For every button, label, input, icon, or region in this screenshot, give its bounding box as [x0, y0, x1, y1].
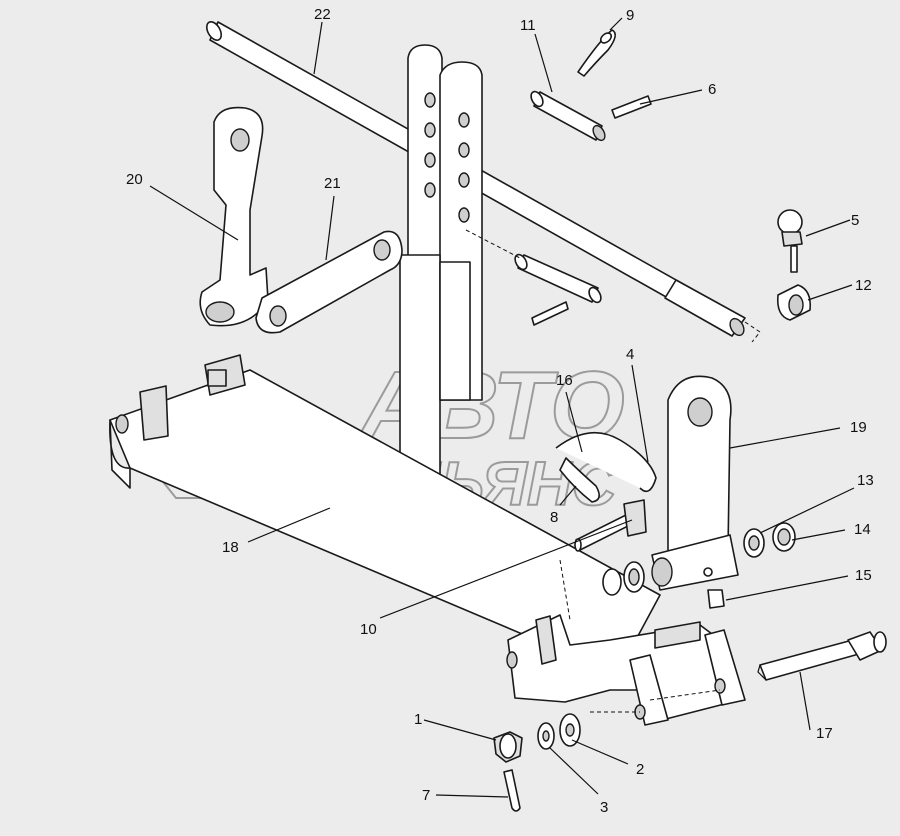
- callout-5: 5: [851, 212, 859, 229]
- link-part-21: [255, 230, 403, 334]
- callout-3: 3: [600, 799, 608, 816]
- washer-part-13: [743, 528, 765, 558]
- pin-part-10: [574, 499, 647, 552]
- lower-hitch: [506, 614, 746, 726]
- callout-22: 22: [314, 6, 331, 23]
- callout-11: 11: [520, 17, 536, 34]
- callout-19: 19: [850, 419, 867, 436]
- washer-part-2: [559, 713, 581, 747]
- callout-13: 13: [857, 472, 874, 489]
- washer-part-14: [772, 522, 796, 552]
- pin-part-11: [530, 90, 606, 142]
- assembly-lines: [465, 229, 721, 713]
- callout-12: 12: [855, 277, 872, 294]
- callout-18: 18: [222, 539, 239, 556]
- lock-pin-part-5: [777, 209, 803, 273]
- callout-2: 2: [636, 761, 644, 778]
- callout-labels: 22 11 9 6 20 21 5 12 4 16 19 13 8 14 18 …: [126, 6, 874, 816]
- callout-1: 1: [414, 711, 422, 728]
- pin-part-6: [611, 95, 652, 119]
- callout-7: 7: [422, 787, 430, 804]
- lift-arm-part-20: [199, 106, 269, 327]
- washer-part-3: [537, 722, 555, 750]
- callout-21: 21: [324, 175, 341, 192]
- nut-part-1: [493, 731, 523, 763]
- callout-20: 20: [126, 171, 143, 188]
- collar-part-12: [776, 284, 812, 321]
- r-clip-part-9: [577, 29, 616, 77]
- callout-6: 6: [708, 81, 716, 98]
- callout-9: 9: [626, 7, 634, 24]
- grease-fitting-part-15: [703, 567, 725, 609]
- bushings: [602, 561, 645, 596]
- swing-arm-part-19: [651, 375, 739, 591]
- cotter-pin-part-7: [503, 769, 521, 812]
- bolt-part-17: [757, 631, 887, 681]
- callout-4: 4: [626, 346, 634, 363]
- callout-16: 16: [556, 372, 573, 389]
- callout-17: 17: [816, 725, 833, 742]
- callout-10: 10: [360, 621, 377, 638]
- callout-8: 8: [550, 509, 558, 526]
- leader-lines: [149, 17, 855, 798]
- callout-15: 15: [855, 567, 872, 584]
- callout-14: 14: [854, 521, 871, 538]
- lower-pin: [514, 253, 602, 326]
